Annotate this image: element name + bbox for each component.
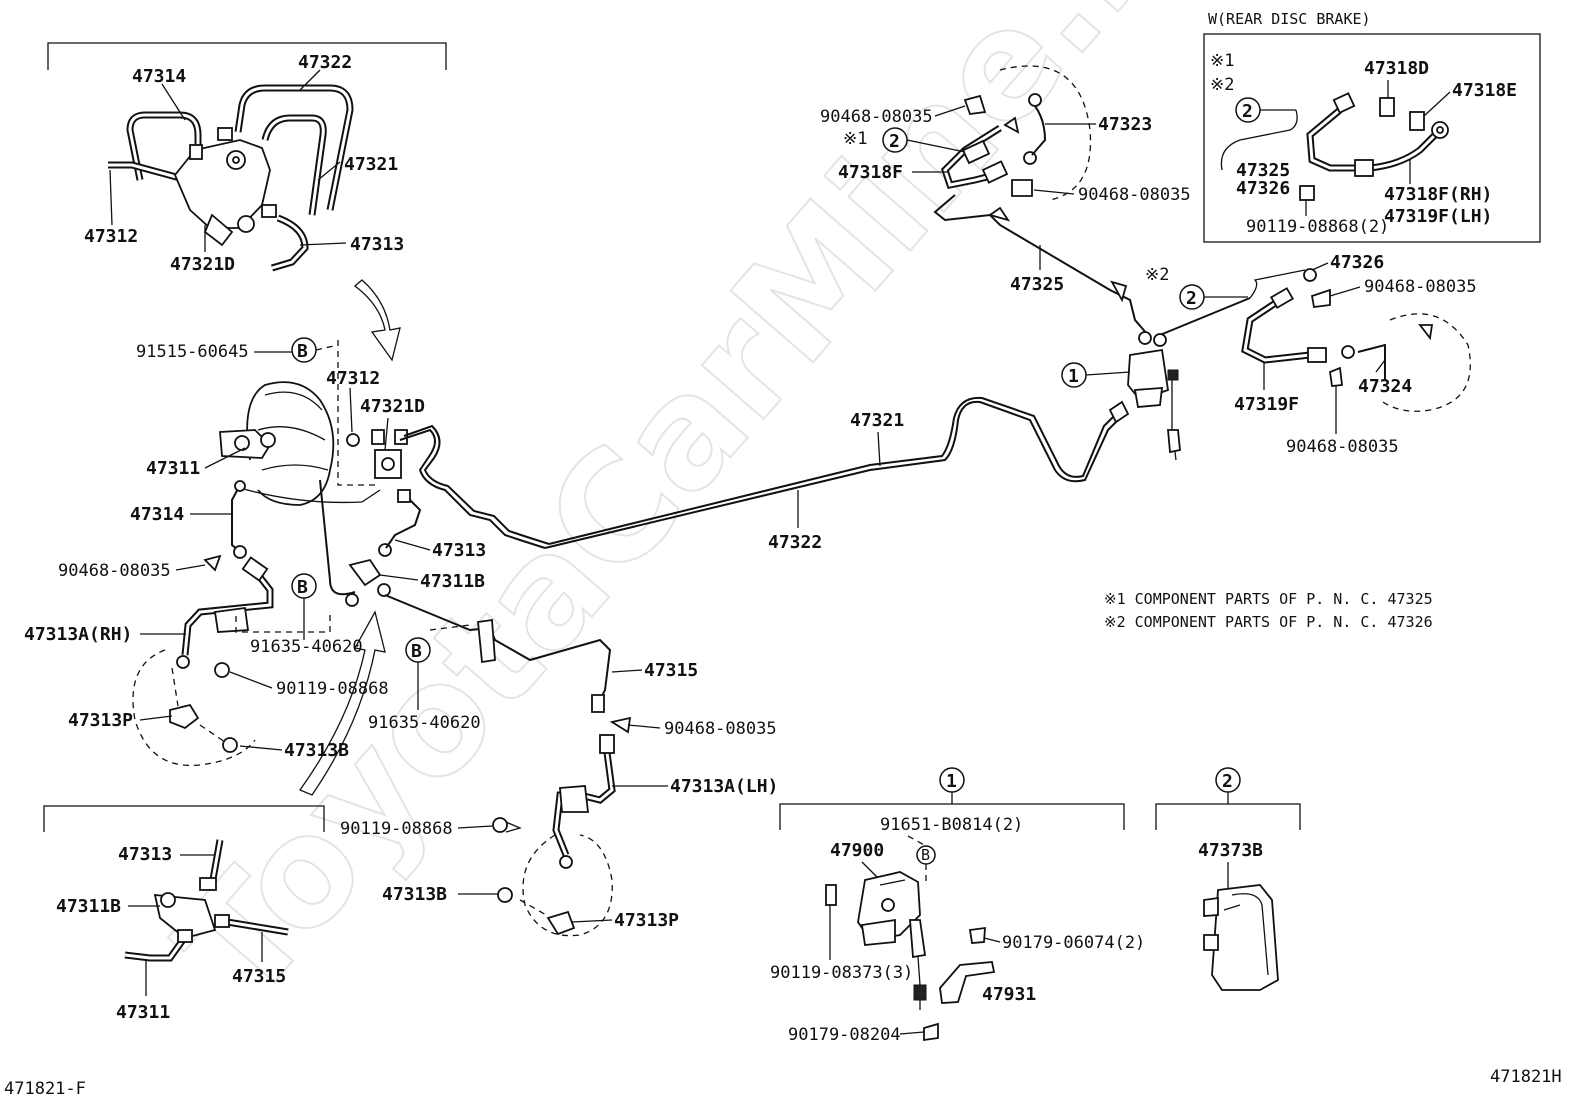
- label-47313A-LH: 47313A(LH): [670, 776, 778, 797]
- label-47322-top: 47322: [298, 52, 352, 73]
- detail-label-47373B: 47373B: [1198, 840, 1263, 861]
- marker-ast2-main: ※2: [1145, 265, 1169, 285]
- label-47322-mid: 47322: [768, 532, 822, 553]
- label-47313P-right: 47313P: [614, 910, 679, 931]
- valve-detail-group: [47, 42, 447, 272]
- label-47324: 47324: [1358, 376, 1412, 397]
- label-90468-08035-right1: 90468-08035: [1364, 277, 1477, 297]
- label-47313A-RH: 47313A(RH): [24, 624, 132, 645]
- detail-label-90119-08373-3: 90119-08373(3): [770, 963, 913, 983]
- label-47323: 47323: [1098, 114, 1152, 135]
- label-47326: 47326: [1330, 252, 1384, 273]
- inset-label-47325: 47325: [1236, 160, 1290, 181]
- inset-marker-ast1: ※1: [1210, 51, 1234, 71]
- label-47321D-mid: 47321D: [360, 396, 425, 417]
- detail-label-47931: 47931: [982, 984, 1036, 1005]
- inset-label-90119-08868-2: 90119-08868(2): [1246, 217, 1389, 237]
- label-47319F: 47319F: [1234, 394, 1299, 415]
- label-47311: 47311: [146, 458, 200, 479]
- detail-label-47313: 47313: [118, 844, 172, 865]
- label-90119-08868-a: 90119-08868: [276, 679, 389, 699]
- bracket-47931: [939, 961, 996, 1004]
- label-90468-08035-top1: 90468-08035: [820, 107, 933, 127]
- reference-code-right: 471821H: [1490, 1067, 1562, 1087]
- union-detail-group: [124, 839, 289, 962]
- detail-label-90179-08204: 90179-08204: [788, 1025, 901, 1045]
- label-47314-mid: 47314: [130, 504, 184, 525]
- valve-cluster-mid: [345, 429, 411, 607]
- label-47318F: 47318F: [838, 162, 903, 183]
- rear-disc-inset-box: [1203, 33, 1541, 243]
- label-47315: 47315: [644, 660, 698, 681]
- marker-2-ast1: 2: [889, 131, 900, 152]
- detail-label-47311: 47311: [116, 1002, 170, 1023]
- inset-label-47326: 47326: [1236, 178, 1290, 199]
- watermark: ToyotaCarMine.ru: [146, 0, 1256, 1034]
- note-2: ※2 COMPONENT PARTS OF P. N. C. 47326: [1104, 613, 1433, 631]
- label-47313-mid: 47313: [432, 540, 486, 561]
- label-91635-40620-a: 91635-40620: [250, 637, 363, 657]
- detail-label-91651-B0814-2: 91651-B0814(2): [880, 815, 1023, 835]
- detail-label-90179-06074-2: 90179-06074(2): [1002, 933, 1145, 953]
- detail-label-47311B: 47311B: [56, 896, 121, 917]
- valve-body-47373B: [1203, 884, 1279, 991]
- inset-title: W(REAR DISC BRAKE): [1208, 10, 1371, 28]
- inset-marker-2: 2: [1242, 101, 1253, 122]
- marker-B-3: B: [411, 641, 422, 662]
- reference-code-left: 471821-F: [4, 1079, 86, 1099]
- label-47321-mid: 47321: [850, 410, 904, 431]
- inset-label-47318D: 47318D: [1364, 58, 1429, 79]
- detail-label-47900: 47900: [830, 840, 884, 861]
- marker-ast1-main: ※1: [843, 129, 867, 149]
- arrow-down-icon: [353, 279, 401, 362]
- marker-B-1: B: [297, 341, 308, 362]
- label-47311B-mid: 47311B: [420, 571, 485, 592]
- label-47313-top: 47313: [350, 234, 404, 255]
- label-47314-top: 47314: [132, 66, 186, 87]
- label-47312-top: 47312: [84, 226, 138, 247]
- label-90468-08035-mid: 90468-08035: [664, 719, 777, 739]
- marker-2-detail: 2: [1222, 771, 1233, 792]
- master-cylinder-booster: [219, 381, 381, 506]
- marker-1-main: 1: [1068, 366, 1079, 387]
- arrow-up-icon: [298, 610, 386, 796]
- inset-label-47318E: 47318E: [1452, 80, 1517, 101]
- label-47321D-top: 47321D: [170, 254, 235, 275]
- label-90119-08868-b: 90119-08868: [340, 819, 453, 839]
- marker-B-2: B: [297, 577, 308, 598]
- label-90468-08035-top2: 90468-08035: [1078, 185, 1191, 205]
- label-91635-40620-b: 91635-40620: [368, 713, 481, 733]
- label-47325: 47325: [1010, 274, 1064, 295]
- label-47313B-right: 47313B: [382, 884, 447, 905]
- detail-label-47315: 47315: [232, 966, 286, 987]
- label-91515-60645: 91515-60645: [136, 342, 249, 362]
- label-90468-08035-right2: 90468-08035: [1286, 437, 1399, 457]
- label-47321-top: 47321: [344, 154, 398, 175]
- inset-marker-ast2: ※2: [1210, 75, 1234, 95]
- lsp-valve-detail: [825, 871, 927, 1010]
- inset-label-47318F-RH: 47318F(RH): [1384, 184, 1492, 205]
- label-90468-08035-left: 90468-08035: [58, 561, 171, 581]
- label-47313P-left: 47313P: [68, 710, 133, 731]
- label-47313B-left: 47313B: [284, 740, 349, 761]
- marker-B-4: B: [921, 846, 930, 864]
- label-47312-mid: 47312: [326, 368, 380, 389]
- lsp-valve: [1127, 348, 1181, 461]
- inset-label-47319F-LH: 47319F(LH): [1384, 206, 1492, 227]
- marker-2-ast2: 2: [1186, 288, 1197, 309]
- marker-1-detail: 1: [946, 771, 957, 792]
- note-1: ※1 COMPONENT PARTS OF P. N. C. 47325: [1104, 590, 1433, 608]
